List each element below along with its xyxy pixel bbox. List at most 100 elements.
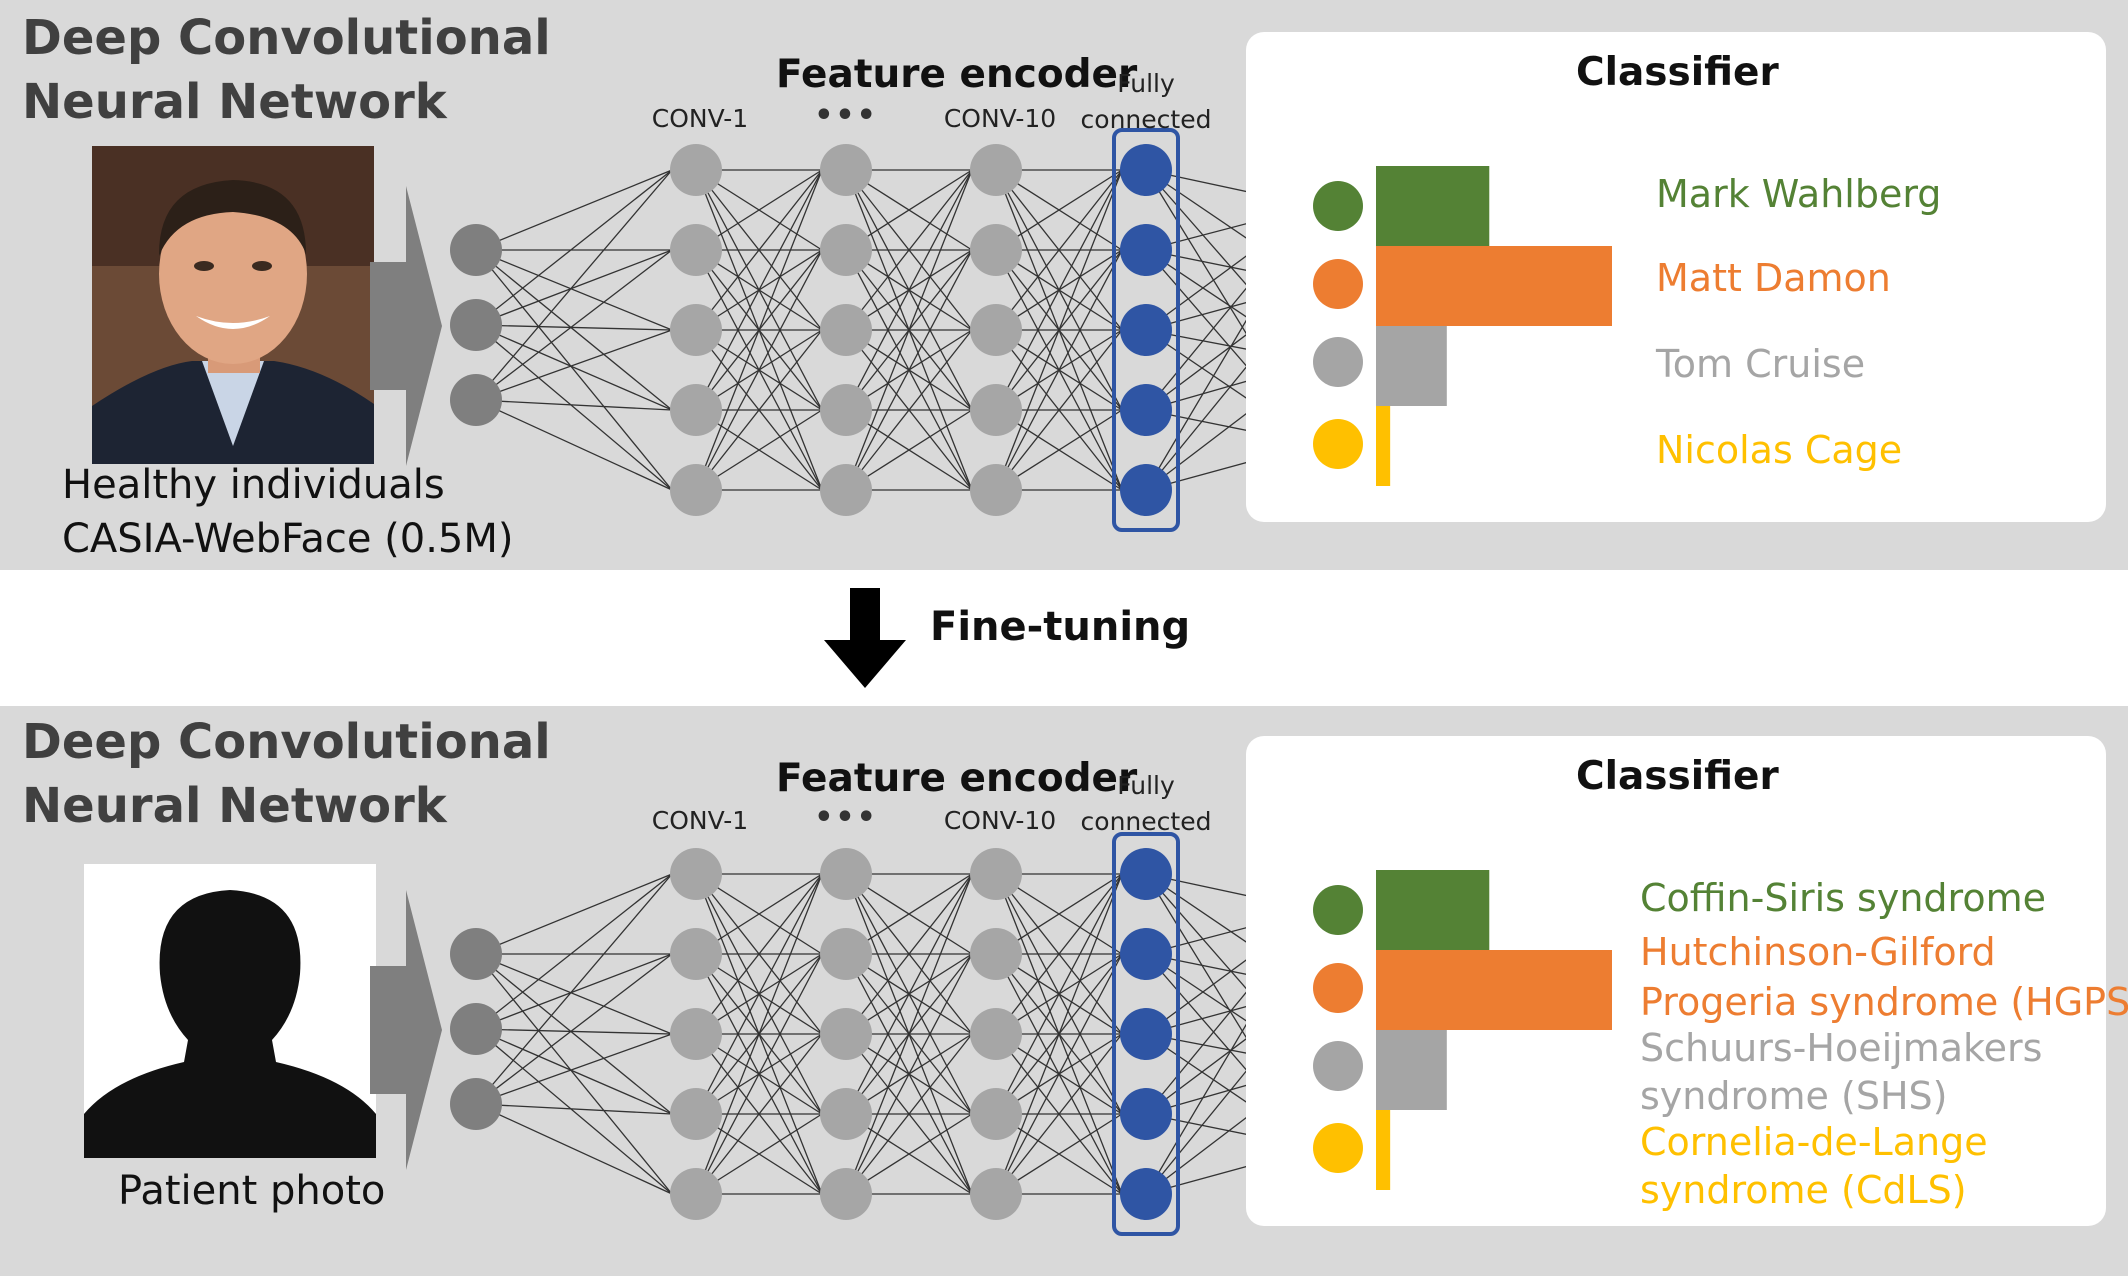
class-score-bar (1376, 326, 1447, 406)
class-score-bar (1376, 406, 1390, 486)
conv1-node (670, 848, 722, 900)
conv1-node (670, 1008, 722, 1060)
output-node (1313, 419, 1363, 469)
patient-caption: Patient photo (118, 1164, 385, 1218)
edge (476, 400, 672, 490)
edge (476, 874, 672, 1029)
conv10-node (970, 304, 1022, 356)
conv10-node (970, 1088, 1022, 1140)
layer-label-conv1: CONV-1 (620, 104, 780, 133)
edge (476, 250, 672, 410)
edge (476, 325, 672, 410)
input-arrow-icon (370, 186, 442, 466)
hidden-node (820, 144, 872, 196)
syndrome-label-4-line1: Cornelia-de-Lange (1640, 1118, 1988, 1166)
edge (476, 954, 672, 1114)
syndrome-label-1: Coffin-Siris syndrome (1640, 874, 2046, 922)
output-node (1313, 1041, 1363, 1091)
fc-node (1120, 848, 1172, 900)
layer-label-conv1-bottom: CONV-1 (620, 806, 780, 835)
conv10-node (970, 464, 1022, 516)
hidden-node (820, 1168, 872, 1220)
class-score-bar (1376, 950, 1612, 1030)
conv1-node (670, 1088, 722, 1140)
class-score-bar (1376, 166, 1489, 246)
fc-node (1120, 1008, 1172, 1060)
network-title-line2: Neural Network (22, 70, 447, 134)
fc-node (1120, 1168, 1172, 1220)
edge (476, 400, 672, 410)
conv10-node (970, 1008, 1022, 1060)
syndrome-label-3-line2: syndrome (SHS) (1640, 1072, 1947, 1120)
input-node (450, 1003, 502, 1055)
network-title-line2-bottom: Neural Network (22, 774, 447, 838)
hidden-node (820, 384, 872, 436)
edge (476, 250, 672, 325)
hidden-node (820, 848, 872, 900)
conv10-node (970, 928, 1022, 980)
syndrome-label-2-line2: Progeria syndrome (HGPS) (1640, 978, 2128, 1026)
class-label-2: Matt Damon (1656, 254, 1891, 302)
classifier-chart-bottom (1300, 814, 1680, 1234)
network-title-line1: Deep Convolutional (22, 6, 551, 70)
class-score-bar (1376, 246, 1612, 326)
output-node (1313, 259, 1363, 309)
class-score-bar (1376, 870, 1489, 950)
class-label-1: Mark Wahlberg (1656, 170, 1941, 218)
edge (476, 1029, 672, 1194)
edge (476, 954, 672, 1034)
class-label-4: Nicolas Cage (1656, 426, 1902, 474)
conv1-node (670, 384, 722, 436)
syndrome-label-4-line2: syndrome (CdLS) (1640, 1166, 1967, 1214)
edge (476, 954, 672, 1029)
feature-encoder-title: Feature encoder (776, 52, 1106, 97)
conv10-node (970, 1168, 1022, 1220)
input-node (450, 1078, 502, 1130)
fc-node (1120, 144, 1172, 196)
input-node (450, 224, 502, 276)
fc-node (1120, 928, 1172, 980)
fc-node (1120, 304, 1172, 356)
input-node (450, 928, 502, 980)
fc-node (1120, 384, 1172, 436)
edge (476, 170, 672, 325)
class-score-bar (1376, 1030, 1447, 1110)
conv1-node (670, 304, 722, 356)
class-score-bar (1376, 1110, 1390, 1190)
layer-label-ellipsis-bottom: ••• (806, 800, 886, 835)
conv1-node (670, 224, 722, 276)
edge (476, 1104, 672, 1114)
fc-node (1120, 464, 1172, 516)
output-node (1313, 181, 1363, 231)
patient-silhouette-icon (84, 864, 376, 1158)
network-graph-bottom (440, 814, 1240, 1234)
edge (476, 170, 672, 250)
conv1-node (670, 928, 722, 980)
conv1-node (670, 144, 722, 196)
output-node (1313, 963, 1363, 1013)
edge (476, 325, 672, 490)
output-node (1313, 1123, 1363, 1173)
syndrome-label-3-line1: Schuurs-Hoeijmakers (1640, 1024, 2042, 1072)
classifier-chart (1300, 110, 1680, 530)
network-title-line1-bottom: Deep Convolutional (22, 710, 551, 774)
layer-label-connected: connected (1066, 102, 1226, 138)
layer-label-fully-bottom: Fully (1066, 768, 1226, 804)
layer-label-connected-bottom: connected (1066, 804, 1226, 840)
edge (476, 1029, 672, 1114)
syndrome-label-2-line1: Hutchinson-Gilford (1640, 928, 1996, 976)
face-photo (92, 146, 374, 464)
classifier-title: Classifier (1576, 50, 1779, 95)
edge (476, 874, 672, 954)
hidden-node (820, 224, 872, 276)
output-node (1313, 337, 1363, 387)
edge (476, 250, 672, 400)
layer-label-conv10: CONV-10 (920, 104, 1080, 133)
hidden-node (820, 1008, 872, 1060)
conv1-node (670, 464, 722, 516)
feature-encoder-title-bottom: Feature encoder (776, 756, 1106, 801)
hidden-node (820, 304, 872, 356)
conv1-node (670, 1168, 722, 1220)
network-graph (440, 110, 1240, 530)
fine-tuning-label: Fine-tuning (930, 604, 1190, 650)
